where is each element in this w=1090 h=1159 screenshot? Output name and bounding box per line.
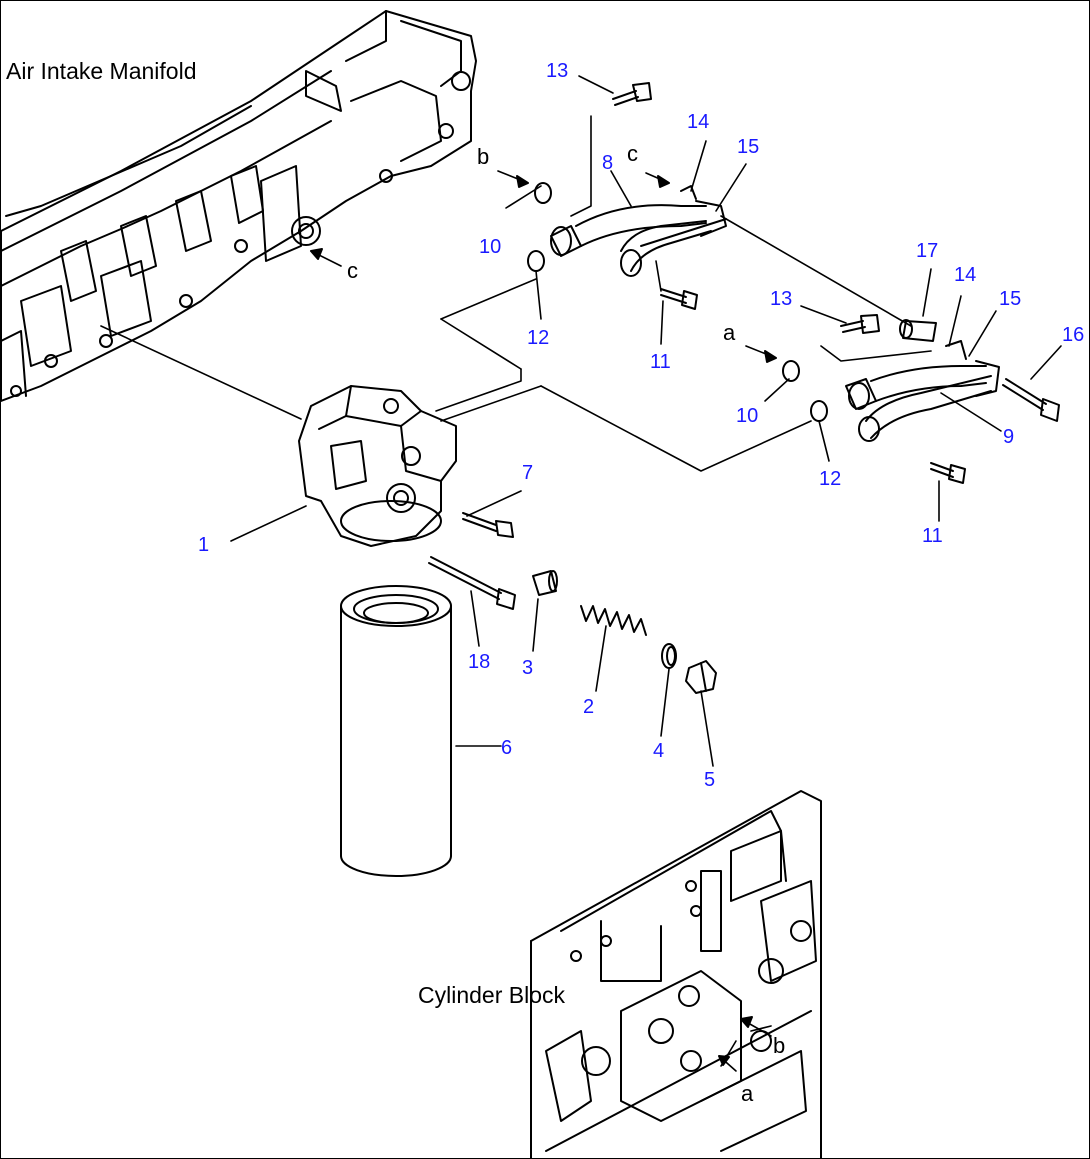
- o-ring-10-lower-drawing: [782, 360, 800, 382]
- part-number-3: 3: [522, 657, 533, 679]
- oil-filter-drawing: [340, 585, 452, 877]
- o-ring-12-lower-drawing: [810, 400, 828, 422]
- part-number-1: 1: [198, 534, 209, 556]
- part-number-8: 8: [602, 152, 613, 174]
- bolt-7-drawing: [462, 512, 514, 538]
- ref-letter-a-lower: a: [741, 1081, 754, 1106]
- ref-letter-a-upper: a: [723, 320, 736, 345]
- ref-letter-b-upper: b: [477, 144, 489, 169]
- part-number-10-lower: 10: [736, 405, 758, 427]
- part-number-13-upper: 13: [546, 60, 568, 82]
- part-number-5: 5: [704, 769, 715, 791]
- part-number-4: 4: [653, 740, 664, 762]
- part-number-14-upper: 14: [687, 111, 709, 133]
- bolt-16-drawing: [1002, 378, 1060, 422]
- washer-4-drawing: [661, 643, 677, 669]
- leader-lines: [100, 75, 1062, 1067]
- part-number-9: 9: [1003, 426, 1014, 448]
- ref-letter-b-lower: b: [773, 1033, 785, 1058]
- part-number-7: 7: [522, 462, 533, 484]
- ref-letter-c-upper: c: [627, 141, 638, 166]
- part-number-13-lower: 13: [770, 288, 792, 310]
- part-number-12-upper: 12: [527, 327, 549, 349]
- bolt-11-upper-drawing: [660, 288, 698, 310]
- part-number-14-lower: 14: [954, 264, 976, 286]
- spring-2-drawing: [580, 605, 647, 636]
- o-ring-10-upper-drawing: [534, 182, 552, 204]
- bolt-13-lower-drawing: [840, 314, 880, 334]
- part-number-6: 6: [501, 737, 512, 759]
- part-number-11-lower: 11: [922, 525, 943, 547]
- part-number-2: 2: [583, 696, 594, 718]
- plug-3-drawing: [532, 570, 558, 596]
- part-number-17: 17: [916, 240, 938, 262]
- arrows: [310, 170, 777, 1072]
- caption-air-intake-manifold: Air Intake Manifold: [6, 58, 196, 84]
- plug-5-drawing: [685, 660, 717, 694]
- sleeve-17-drawing: [899, 319, 937, 342]
- cylinder-block-drawing: [530, 790, 822, 1158]
- o-ring-12-upper-drawing: [527, 250, 545, 272]
- caption-cylinder-block: Cylinder Block: [418, 982, 565, 1008]
- tube-9-drawing: [845, 340, 1000, 442]
- air-intake-manifold-drawing: [1, 10, 477, 402]
- bolt-11-lower-drawing: [930, 462, 966, 484]
- part-number-16: 16: [1062, 324, 1084, 346]
- ref-letter-c-lower: c: [347, 258, 358, 283]
- part-number-10-upper: 10: [479, 236, 501, 258]
- part-number-12-lower: 12: [819, 468, 841, 490]
- tube-8-drawing: [550, 185, 727, 277]
- filter-head-drawing: [298, 385, 457, 547]
- part-number-18: 18: [468, 651, 490, 673]
- part-number-11-upper: 11: [650, 351, 671, 373]
- part-number-15-upper: 15: [737, 136, 759, 158]
- bolt-18-drawing: [428, 556, 516, 610]
- bolt-13-upper-drawing: [612, 82, 652, 106]
- part-number-15-lower: 15: [999, 288, 1021, 310]
